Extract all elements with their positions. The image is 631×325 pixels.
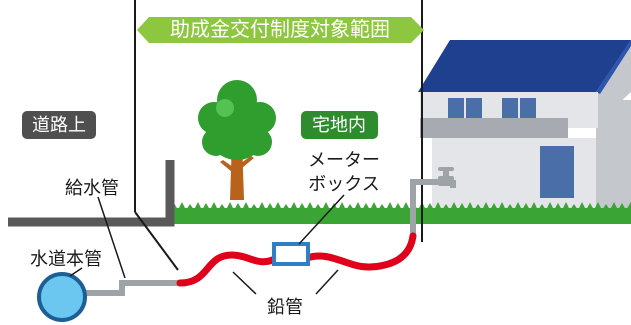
roof — [418, 40, 631, 92]
grass-blades — [170, 202, 631, 212]
water-main-label: 水道本管 — [30, 249, 102, 270]
leader-service-pipe — [97, 196, 126, 279]
meter-box-label-line1: メーター — [308, 150, 380, 171]
balcony-left — [420, 118, 495, 138]
door — [540, 146, 574, 198]
meter-box-label-line2: ボックス — [308, 174, 379, 195]
premises-badge — [301, 111, 378, 139]
grass — [170, 202, 631, 224]
faucet-icon — [438, 167, 456, 188]
title-arrow — [137, 17, 424, 43]
meter-box — [272, 242, 310, 266]
scope-line-left-diagonal — [134, 211, 179, 271]
tree — [198, 80, 276, 200]
house — [418, 40, 631, 211]
lead-pipe-label: 鉛管 — [267, 297, 303, 318]
balcony-right — [493, 118, 568, 138]
riser-pipe-gray — [410, 179, 441, 236]
road-label: 道路上 — [32, 115, 86, 136]
leader-lead-pipe-left — [232, 271, 257, 295]
road-curb — [8, 160, 175, 227]
lead-pipe-right — [303, 232, 417, 271]
house-side-wall — [596, 100, 631, 210]
leader-water-main — [69, 267, 83, 277]
service-pipe-label: 給水管 — [65, 178, 119, 199]
lead-pipe-left — [176, 251, 281, 287]
service-pipe-gray — [84, 280, 180, 296]
road-badge — [22, 111, 96, 139]
leader-meter-box — [298, 194, 345, 245]
premises-label: 宅地内 — [312, 115, 366, 136]
roof-edge — [596, 40, 631, 94]
water-main-icon — [37, 272, 87, 322]
leader-lead-pipe-right — [315, 269, 339, 295]
title: 助成金交付制度対象範囲 — [170, 17, 390, 41]
